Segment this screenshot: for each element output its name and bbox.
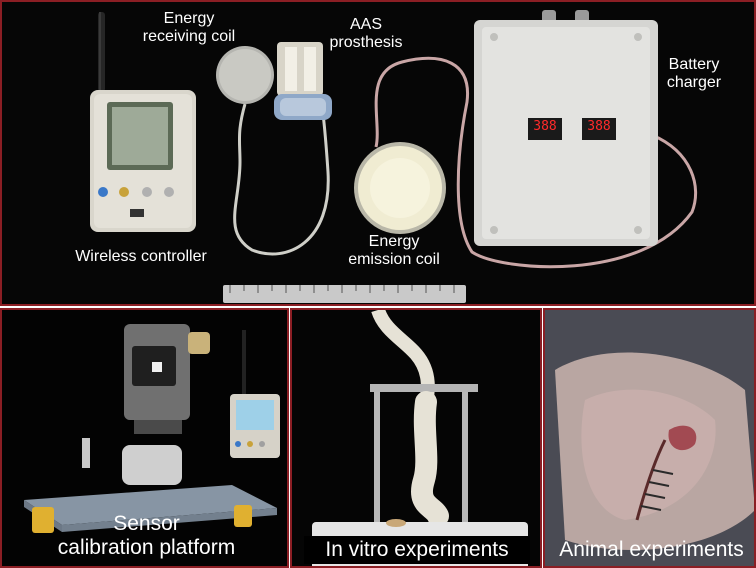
battery-charger-label-line1: Battery — [668, 56, 720, 73]
ruler — [223, 285, 466, 303]
battery-charger-label-line2: charger — [666, 74, 722, 92]
aas-prosthesis-label: AAS prosthesis — [316, 16, 416, 53]
energy-emission-coil-label: Energy emission coil — [332, 233, 456, 270]
wireless-controller-label: Wireless controller — [75, 248, 207, 265]
animal-photo — [545, 310, 754, 566]
energy-receiving-coil-label-line2: receiving coil — [142, 28, 236, 46]
device-overview-photo — [90, 10, 698, 303]
energy-receiving-coil-label-line1: Energy — [163, 10, 215, 27]
charger-display-right: 388 — [587, 119, 611, 134]
animal-label: Animal experiments — [559, 538, 744, 561]
charger-display-left: 388 — [533, 119, 557, 134]
sensor-calibration-label: Sensor calibration platform — [2, 512, 287, 560]
aas-prosthesis — [274, 42, 332, 120]
sensor-calibration-panel: Sensor calibration platform — [0, 308, 289, 568]
energy-emission-coil-label-line1: Energy — [368, 233, 420, 250]
sensor-calibration-label-line2: calibration platform — [57, 536, 236, 560]
in-vitro-photo — [312, 310, 528, 566]
in-vitro-label: In vitro experiments — [304, 536, 530, 565]
wireless-controller-device — [90, 90, 196, 232]
aas-prosthesis-label-line1: AAS — [349, 16, 382, 33]
sensor-calibration-label-line1: Sensor — [113, 512, 180, 535]
aas-prosthesis-label-line2: prosthesis — [329, 34, 403, 52]
sensor-calibration-photo — [24, 324, 280, 533]
device-overview-panel: 388 388 Energy receiving coil AAS prosth… — [0, 0, 756, 306]
energy-emission-coil-label-line2: emission coil — [348, 251, 440, 269]
energy-receiving-coil-label: Energy receiving coil — [114, 10, 264, 47]
in-vitro-panel: In vitro experiments — [290, 308, 542, 568]
battery-charger-box — [474, 10, 658, 246]
energy-emission-coil — [354, 142, 446, 234]
charger-cable — [374, 56, 698, 269]
battery-charger-label: Battery charger — [656, 56, 732, 93]
controller-antenna — [98, 12, 105, 92]
animal-panel: Animal experiments — [543, 308, 756, 568]
energy-receiving-coil — [216, 46, 330, 256]
